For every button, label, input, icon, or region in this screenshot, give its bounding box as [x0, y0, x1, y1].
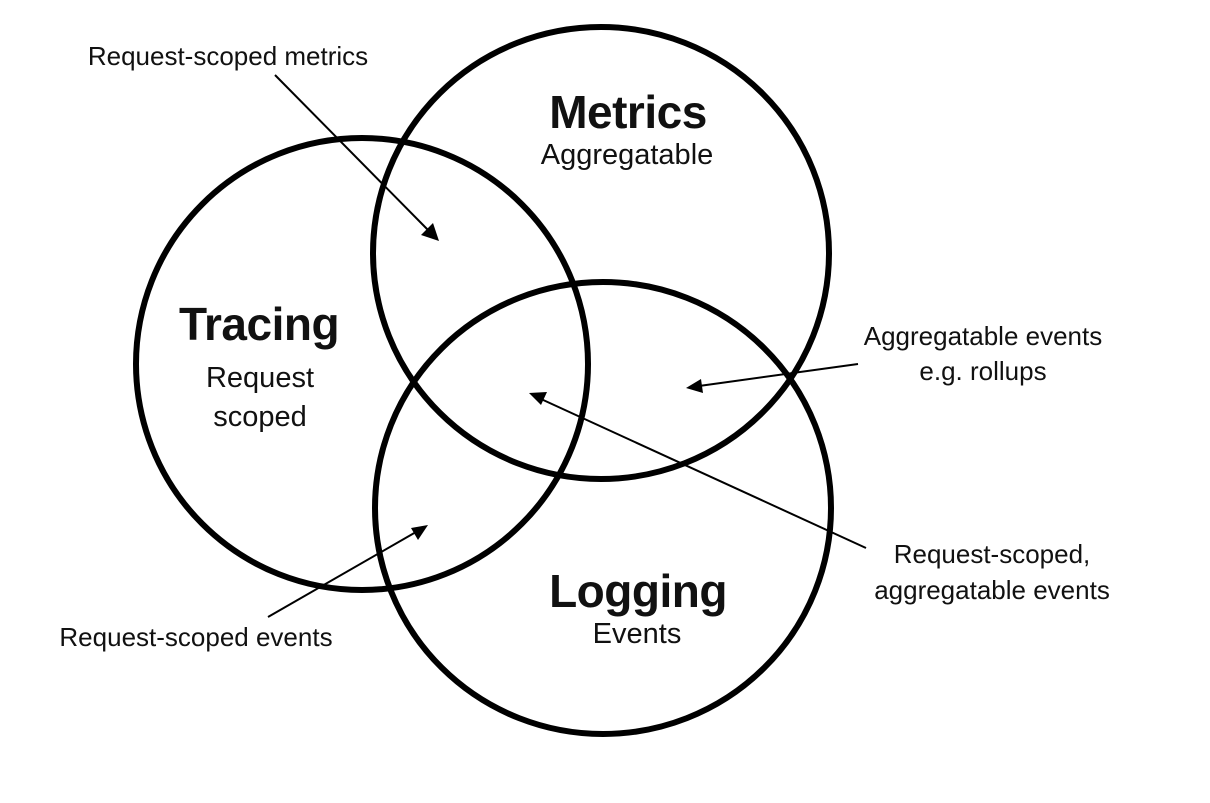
aggregatable-events-label-line2: e.g. rollups: [919, 356, 1046, 386]
request-scoped-aggregatable-arrowhead: [529, 392, 547, 405]
metrics-title: Metrics: [549, 86, 707, 138]
request-scoped-events-arrow: [267, 531, 417, 618]
request-scoped-events-label: Request-scoped events: [59, 622, 332, 652]
request-scoped-metrics-arrow: [274, 74, 430, 232]
request-scoped-metrics-arrowhead: [421, 223, 439, 241]
tracing-title: Tracing: [179, 298, 339, 350]
logging-circle: [372, 279, 834, 737]
metrics-circle: [370, 24, 832, 482]
tracing-subtitle-line1: Request: [206, 362, 314, 394]
request-scoped-aggregatable-label-line1: Request-scoped,: [894, 539, 1091, 569]
request-scoped-events-arrowhead: [411, 525, 428, 540]
aggregatable-events-arrowhead: [686, 379, 703, 393]
request-scoped-metrics-label: Request-scoped metrics: [88, 41, 368, 71]
aggregatable-events-arrow: [698, 363, 859, 387]
logging-subtitle: Events: [593, 618, 682, 650]
tracing-circle: [133, 135, 591, 593]
aggregatable-events-label-line1: Aggregatable events: [864, 321, 1103, 351]
request-scoped-aggregatable-arrow: [540, 398, 867, 549]
request-scoped-aggregatable-label-line2: aggregatable events: [874, 575, 1110, 605]
metrics-subtitle: Aggregatable: [541, 139, 714, 171]
tracing-subtitle-line2: scoped: [213, 401, 307, 433]
logging-title: Logging: [549, 565, 727, 617]
